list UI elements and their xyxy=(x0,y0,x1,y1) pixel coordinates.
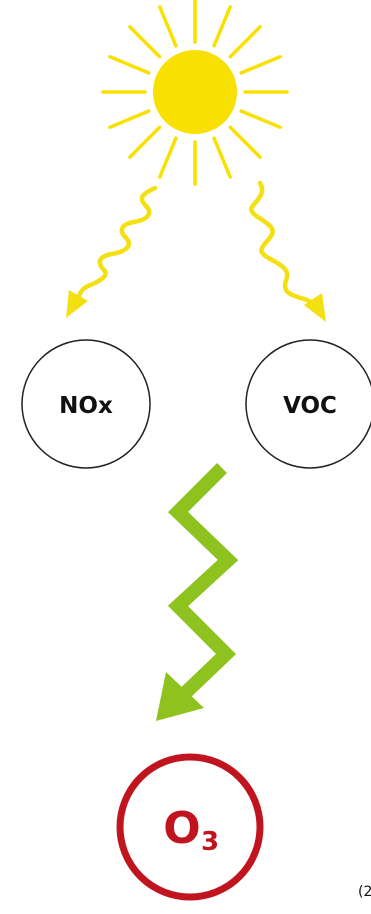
sun-ray xyxy=(239,109,282,129)
ozone-symbol: O xyxy=(163,803,200,854)
voc-node: VOC xyxy=(245,339,371,469)
sun-ray xyxy=(128,25,162,59)
ozone-subscript: 3 xyxy=(201,827,219,857)
voc-label: VOC xyxy=(283,393,337,419)
ozone-node: O 3 xyxy=(116,753,264,901)
sun-icon xyxy=(101,0,289,186)
sun-ray xyxy=(212,136,232,179)
sun-ray xyxy=(158,5,178,48)
ozone-letter: O xyxy=(163,803,200,854)
sun-ray xyxy=(212,5,232,48)
zigzag-arrow-icon xyxy=(156,463,239,721)
sun-ray xyxy=(228,25,262,59)
sun-ray xyxy=(108,109,151,129)
nox-label: NOx xyxy=(59,393,113,419)
wavy-arrow-icon xyxy=(249,180,326,322)
sun-ray xyxy=(108,55,151,75)
sun-ray xyxy=(128,125,162,159)
sun-ray xyxy=(239,55,282,75)
nox-node: NOx xyxy=(21,339,151,469)
sun-ray xyxy=(228,125,262,159)
sun-ray xyxy=(158,136,178,179)
wavy-arrow-icon xyxy=(66,185,158,318)
corner-note: (2 xyxy=(358,884,371,900)
